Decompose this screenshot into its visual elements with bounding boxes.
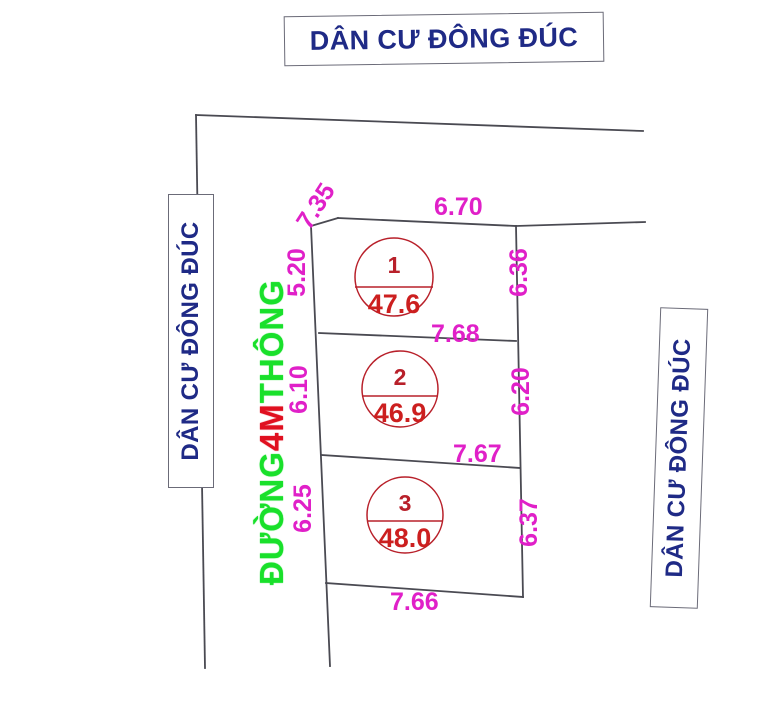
neighbour-label-left: DÂN CƯ ĐÔNG ĐÚC <box>168 194 214 488</box>
plot-circles <box>354 237 444 554</box>
dimension-plot2-bottom: 7.67 <box>453 440 502 468</box>
plot3-bottom-edge <box>325 582 524 598</box>
dimension-plot1-bottom: 7.68 <box>431 320 480 348</box>
dimension-plot2-right: 6.20 <box>506 367 535 416</box>
plot-1-number: 1 <box>387 252 401 278</box>
plot1-top-edge <box>337 217 517 227</box>
plot-3-area: 48.0 <box>378 523 432 553</box>
neighbour-label-top: DÂN CƯ ĐÔNG ĐÚC <box>283 11 605 67</box>
plot1-right-tie-line <box>515 221 646 227</box>
dimension-plot3-right: 6.37 <box>514 498 543 547</box>
plots-right-edge <box>515 225 524 598</box>
plot-2-number: 2 <box>393 364 407 390</box>
boundary-top-line <box>195 114 644 132</box>
plot-1-circle <box>354 237 434 317</box>
divider-plot2-plot3 <box>321 454 521 469</box>
dimension-plot1-top: 6.70 <box>434 193 483 221</box>
dimension-plot1-right: 6.36 <box>504 248 533 297</box>
plot-2-circle <box>361 350 439 428</box>
dimension-plot3-left: 6.25 <box>288 484 317 533</box>
dimension-plot1-left: 5.20 <box>282 248 311 297</box>
divider-plot1-plot2 <box>318 332 517 342</box>
dimension-plot2-left: 6.10 <box>284 365 313 414</box>
plot-3-number: 3 <box>398 490 412 516</box>
dimension-plot3-bottom: 7.66 <box>390 588 439 616</box>
plot1-chamfer-edge <box>309 216 340 228</box>
road-right-edge <box>310 225 331 667</box>
plot-3-circle <box>366 476 444 554</box>
plot-1-area: 47.6 <box>367 289 421 319</box>
road-label-prefix: ĐƯỜNG <box>253 451 290 585</box>
plot-2-area: 46.9 <box>373 398 427 428</box>
